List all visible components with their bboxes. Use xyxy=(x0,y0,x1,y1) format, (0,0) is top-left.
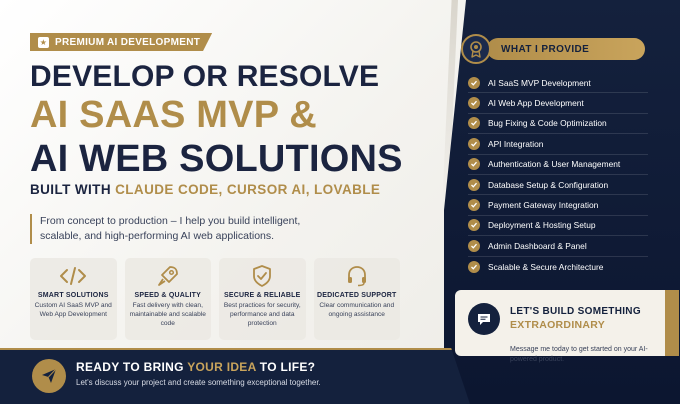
service-label: Authentication & User Management xyxy=(488,159,621,170)
built-with-prefix: BUILT WITH xyxy=(30,182,111,197)
services-list: AI SaaS MVP Development AI Web App Devel… xyxy=(468,73,648,277)
feature-desc: Best practices for security, performance… xyxy=(223,302,301,327)
check-icon xyxy=(468,97,480,110)
feature-desc: Custom AI SaaS MVP and Web App Developme… xyxy=(34,302,112,318)
cta-title-highlight: YOUR IDEA xyxy=(187,360,257,374)
feature-title: DEDICATED SUPPORT xyxy=(317,292,397,299)
feature-desc: Fast delivery with clean, maintainable a… xyxy=(129,302,206,327)
list-item: AI Web App Development xyxy=(468,93,648,114)
list-item: AI SaaS MVP Development xyxy=(468,73,648,94)
headset-icon xyxy=(345,264,369,288)
service-label: Deployment & Hosting Setup xyxy=(488,220,596,231)
list-item: Authentication & User Management xyxy=(468,155,648,175)
list-item: Payment Gateway Integration xyxy=(468,195,648,216)
service-label: AI SaaS MVP Development xyxy=(488,77,591,88)
check-icon xyxy=(468,260,480,273)
service-label: API Integration xyxy=(488,138,544,149)
what-i-provide-header: WHAT I PROVIDE xyxy=(487,38,645,60)
cta-title-prefix: READY TO BRING xyxy=(76,360,184,374)
premium-badge: ★ PREMIUM AI DEVELOPMENT xyxy=(30,33,213,51)
contact-card-title: LET'S BUILD SOMETHING xyxy=(510,306,641,317)
feature-title: SECURE & RELIABLE xyxy=(223,292,301,299)
service-label: Bug Fixing & Code Optimization xyxy=(488,118,607,129)
bottom-cta-title: READY TO BRING YOUR IDEA TO LIFE? xyxy=(76,360,315,374)
service-label: Database Setup & Configuration xyxy=(488,179,609,190)
feature-desc: Clear communication and ongoing assistan… xyxy=(319,302,395,318)
list-item: Admin Dashboard & Panel xyxy=(468,236,648,257)
check-icon xyxy=(468,76,480,89)
star-icon: ★ xyxy=(38,36,49,48)
check-icon xyxy=(468,219,480,232)
feature-card: SPEED & QUALITY Fast delivery with clean… xyxy=(124,258,211,340)
list-item: Bug Fixing & Code Optimization xyxy=(468,114,648,135)
headline-line-3: AI WEB SOLUTIONS xyxy=(30,138,403,180)
award-icon xyxy=(461,34,491,64)
bottom-cta-subtitle: Let's discuss your project and create so… xyxy=(76,378,321,387)
list-item: Scalable & Secure Architecture xyxy=(468,257,648,277)
list-item: Deployment & Hosting Setup xyxy=(468,216,648,237)
feature-card: SECURE & RELIABLE Best practices for sec… xyxy=(219,258,306,340)
service-label: Payment Gateway Integration xyxy=(488,200,599,211)
headline-line-2: AI SAAS MVP & xyxy=(30,94,317,136)
card-gold-stripe xyxy=(665,290,679,356)
bottom-cta-bar xyxy=(0,348,470,404)
check-icon xyxy=(468,158,480,171)
check-icon xyxy=(468,117,480,130)
check-icon xyxy=(468,239,480,252)
contact-card-highlight: EXTRAORDINARY xyxy=(510,319,606,331)
chat-icon[interactable] xyxy=(468,303,500,335)
check-icon xyxy=(468,178,480,191)
headline-line-1: DEVELOP OR RESOLVE xyxy=(30,60,380,93)
service-label: Admin Dashboard & Panel xyxy=(488,240,587,251)
code-icon xyxy=(59,264,87,288)
badge-label: PREMIUM AI DEVELOPMENT xyxy=(55,36,201,48)
built-with-tools: CLAUDE CODE, CURSOR AI, LOVABLE xyxy=(115,182,381,197)
contact-card xyxy=(455,290,679,356)
shield-check-icon xyxy=(251,264,273,288)
intro-text: From concept to production – I help you … xyxy=(30,214,320,244)
check-icon xyxy=(468,199,480,212)
service-label: Scalable & Secure Architecture xyxy=(488,261,604,272)
feature-title: SPEED & QUALITY xyxy=(134,292,201,299)
service-label: AI Web App Development xyxy=(488,98,584,109)
rocket-icon xyxy=(156,264,180,288)
list-item: API Integration xyxy=(468,134,648,155)
paper-plane-icon[interactable] xyxy=(32,359,66,393)
list-item: Database Setup & Configuration xyxy=(468,175,648,196)
feature-card: DEDICATED SUPPORT Clear communication an… xyxy=(313,258,400,340)
cta-title-suffix: TO LIFE? xyxy=(259,360,316,374)
feature-card: SMART SOLUTIONS Custom AI SaaS MVP and W… xyxy=(30,258,117,340)
feature-title: SMART SOLUTIONS xyxy=(37,292,109,299)
built-with-line: BUILT WITH CLAUDE CODE, CURSOR AI, LOVAB… xyxy=(30,182,380,197)
contact-card-desc: Message me today to get started on your … xyxy=(510,346,648,363)
feature-cards: SMART SOLUTIONS Custom AI SaaS MVP and W… xyxy=(30,258,400,340)
check-icon xyxy=(468,137,480,150)
